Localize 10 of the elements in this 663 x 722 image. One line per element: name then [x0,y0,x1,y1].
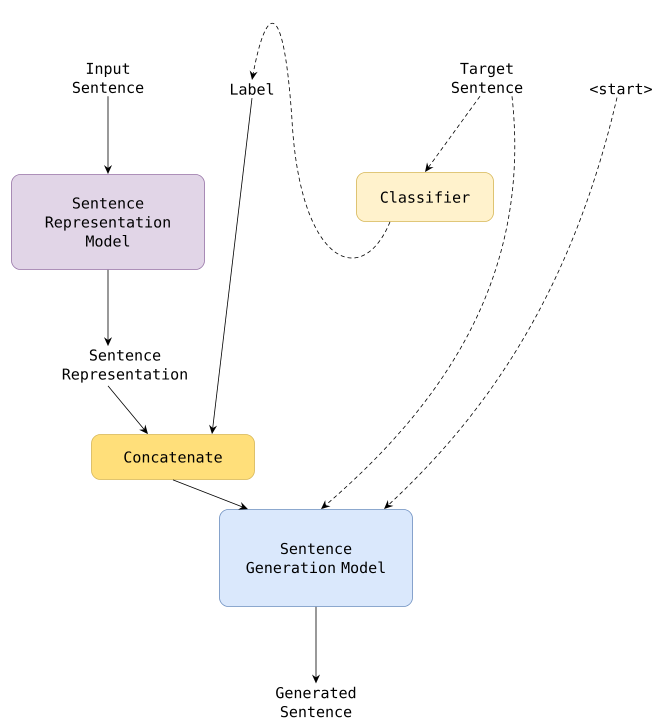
process-box: Sentence Representation Model [11,174,205,270]
input-text: Label [231,83,274,95]
input-text: Input Sentence [72,62,144,94]
input-text: <start> [590,84,652,94]
process-box: Classifier [356,172,494,222]
process-box: Concatenate [91,434,255,480]
input-text: Target Sentence [452,62,522,94]
process-box: Sentence Generation Model [219,509,413,607]
output-text: Generated Sentence [276,686,356,718]
output-text: Sentence Representation [62,349,187,383]
